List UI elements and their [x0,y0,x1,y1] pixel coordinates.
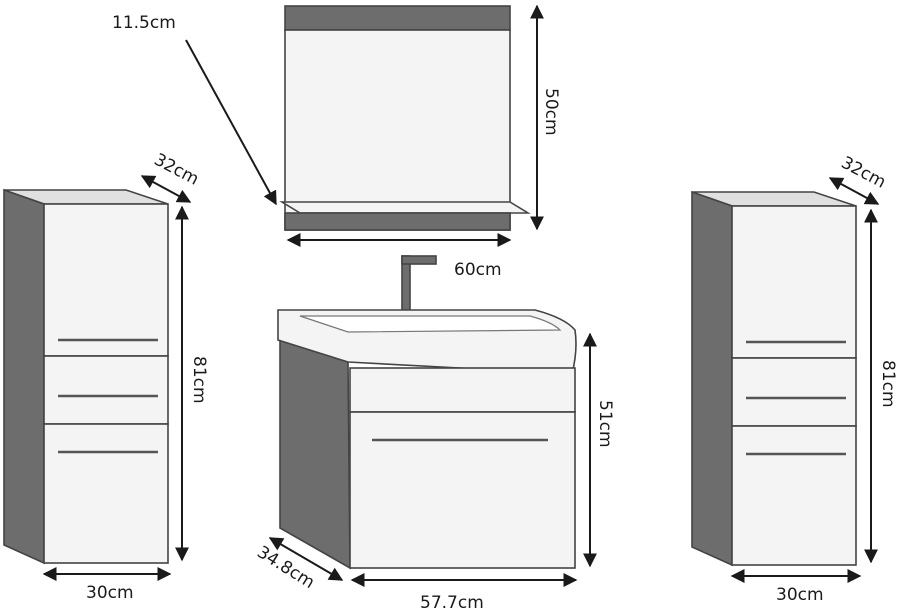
left-cabinet-lower-door [43,423,169,564]
left-cabinet-upper-door [43,203,169,357]
vanity-unit [277,255,577,570]
mirror-shelf [279,201,531,214]
left-cabinet-side-panel [3,188,45,565]
vanity-side-panel [279,338,351,570]
vanity-width-label: 57.7cm [420,593,484,613]
right-tall-cabinet [691,190,857,567]
left-cabinet-height-label: 81cm [189,356,209,404]
mirror-glass [284,29,511,231]
vanity-drawer-strip [349,367,576,413]
mirror-top-frame [284,5,511,31]
right-cabinet-upper-door [731,205,857,359]
faucet-spout [401,255,437,265]
mirror-shelf-depth-arrow [185,39,277,206]
right-cabinet-side-panel [691,190,733,567]
mirror-width-label: 60cm [454,260,502,280]
vanity-depth-label: 34.8cm [253,542,318,593]
vanity-drawer-front [349,411,576,569]
right-cabinet-width-label: 30cm [776,585,824,605]
vanity-basin-inner [299,315,562,333]
mirror-bottom-frame [284,212,511,231]
vanity-depth-arrow [268,537,344,581]
right-cabinet-depth-arrow [828,177,880,205]
mirror-with-shelf [279,5,531,231]
left-cabinet-width-label: 30cm [86,583,134,603]
mirror-shelf-depth-label: 11.5cm [112,13,176,33]
right-cabinet-lower-door [731,425,857,566]
right-cabinet-middle-drawer [731,357,857,427]
left-tall-cabinet [3,188,169,565]
mirror-height-label: 50cm [541,88,561,136]
left-cabinet-middle-drawer [43,355,169,425]
vanity-height-label: 51cm [595,400,615,448]
left-cabinet-depth-arrow [140,175,192,203]
right-cabinet-height-label: 81cm [878,360,898,408]
